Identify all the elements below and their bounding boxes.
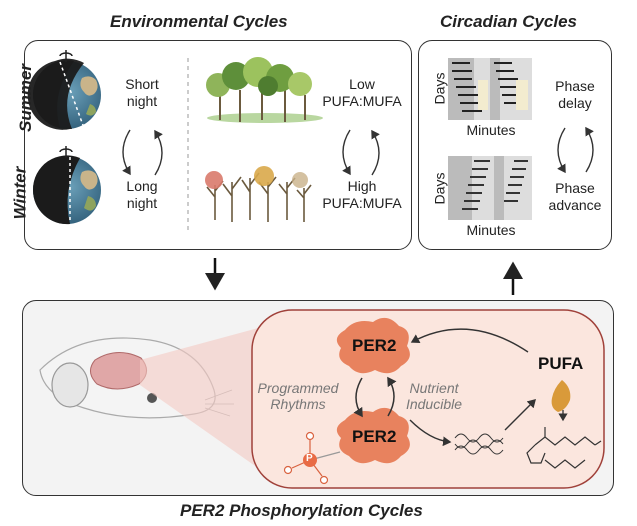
phase-advance-label: Phase advance bbox=[548, 180, 602, 213]
pufa-label: PUFA bbox=[538, 354, 584, 373]
pufa-to-per2-arrow bbox=[410, 328, 529, 353]
phosphate-icon bbox=[283, 431, 341, 485]
nutrient-arrow bbox=[409, 419, 452, 447]
per2-top-label: PER2 bbox=[352, 336, 397, 355]
molecule-icon bbox=[526, 427, 602, 469]
actogram-bottom bbox=[448, 156, 532, 220]
summer-globe-icon bbox=[27, 50, 101, 130]
phase-delay-label: Phase delay bbox=[555, 78, 595, 111]
phase-cycle-arrows bbox=[557, 126, 594, 174]
phosphorylation-cycles-title: PER2 Phosphorylation Cycles bbox=[180, 501, 423, 520]
pufa-input-arrow bbox=[504, 399, 536, 431]
ratio-cycle-arrows bbox=[342, 129, 380, 176]
high-ratio-label: High PUFA:MUFA bbox=[322, 178, 402, 211]
fiber-icon bbox=[454, 433, 504, 455]
circadian-cycles-title: Circadian Cycles bbox=[440, 12, 578, 31]
phosphate-label: P bbox=[306, 453, 313, 464]
actogram-top bbox=[448, 58, 532, 120]
zoom-cone bbox=[140, 328, 258, 468]
per2-top-blob bbox=[336, 317, 410, 374]
winter-globe-icon bbox=[32, 146, 101, 225]
night-cycle-arrows bbox=[122, 129, 163, 176]
summer-trees-icon bbox=[206, 57, 323, 123]
minutes-label-bottom: Minutes bbox=[466, 222, 516, 238]
short-night-label: Short night bbox=[125, 76, 159, 109]
days-label-bottom: Days bbox=[431, 172, 448, 205]
per2-bottom-blob bbox=[336, 407, 410, 464]
per2-bottom-label: PER2 bbox=[352, 427, 397, 446]
long-night-label: Long night bbox=[126, 178, 158, 211]
per2-cycle-arrows bbox=[353, 376, 397, 418]
programmed-rhythms-label: Programmed Rhythms bbox=[257, 380, 339, 412]
low-ratio-label: Low PUFA:MUFA bbox=[322, 76, 402, 109]
days-label-top: Days bbox=[431, 72, 448, 105]
summer-label: Summer bbox=[16, 63, 36, 133]
environmental-cycles-title: Environmental Cycles bbox=[110, 12, 288, 31]
pufa-drop-icon bbox=[551, 380, 571, 412]
winter-label: Winter bbox=[10, 166, 30, 220]
minutes-label-top: Minutes bbox=[466, 122, 516, 138]
winter-trees-icon bbox=[205, 166, 312, 222]
nutrient-inducible-label: Nutrient Inducible bbox=[405, 380, 463, 412]
